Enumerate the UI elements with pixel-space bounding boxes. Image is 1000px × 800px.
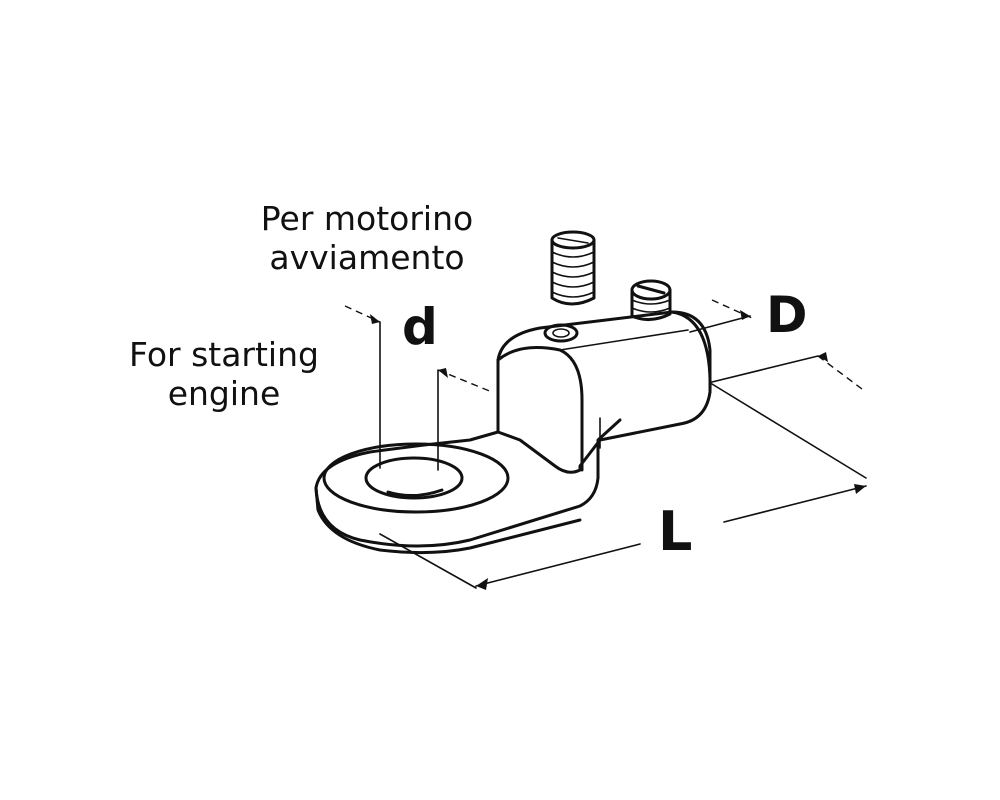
italian-caption-line-2: avviamento	[269, 237, 465, 277]
english-caption: For starting engine	[104, 335, 344, 414]
dimension-d-lines	[344, 305, 493, 471]
english-caption-line-2: engine	[167, 373, 281, 413]
ring-terminal-lug-icon	[314, 310, 712, 555]
dimension-D-label: D	[766, 286, 808, 344]
set-screw-icon	[550, 230, 596, 306]
dimension-d-label: d	[402, 298, 438, 356]
dimension-D-lines	[689, 299, 867, 393]
dimension-L-label: L	[658, 500, 693, 563]
barrel-screw-icon	[630, 279, 672, 321]
english-caption-line-1: For starting	[129, 335, 319, 374]
italian-caption-line-1: Per motorino	[260, 199, 474, 238]
italian-caption: Per motorino avviamento	[232, 199, 502, 278]
dimension-L-lines	[379, 383, 867, 590]
